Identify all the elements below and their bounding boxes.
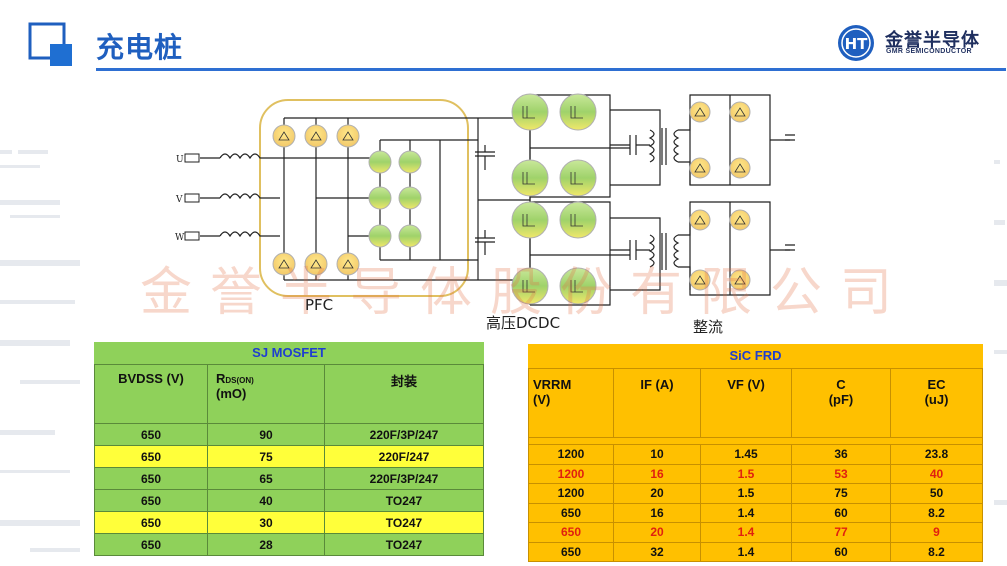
table-cell: 1200 <box>528 463 614 484</box>
table-cell: 220F/3P/247 <box>324 467 484 490</box>
table-cell: 650 <box>94 489 208 512</box>
table-cell: 9 <box>890 522 983 543</box>
table-cell: TO247 <box>324 489 484 512</box>
header-c: C (pF) <box>791 368 891 438</box>
title-bullet-icon <box>28 22 72 66</box>
table-cell: 650 <box>528 502 614 523</box>
table-cell: 650 <box>94 511 208 534</box>
watermark-text: 金誉半导体股份有限公司 <box>140 263 911 323</box>
table-cell: TO247 <box>324 511 484 534</box>
table-cell: 1.4 <box>700 502 792 523</box>
input-label-u: U <box>176 155 184 165</box>
table-cell: 36 <box>791 444 891 465</box>
table-cell: 23.8 <box>890 444 983 465</box>
table-cell: 10 <box>613 444 701 465</box>
table-cell: 60 <box>791 541 891 562</box>
sic-frd-table: SiC FRD VRRM (V) IF (A) VF (V) C (pF) EC… <box>528 344 983 562</box>
table-cell: 8.2 <box>890 502 983 523</box>
table-cell: 90 <box>207 423 325 446</box>
table-cell: 650 <box>528 522 614 543</box>
label-rectifier: 整流 <box>693 318 724 336</box>
header-vf: VF (V) <box>700 368 792 438</box>
input-label-w: W <box>175 233 185 243</box>
header-vrrm: VRRM (V) <box>528 368 614 438</box>
table-cell: 1.45 <box>700 444 792 465</box>
table-cell: 1200 <box>528 483 614 504</box>
table-cell: 1.4 <box>700 541 792 562</box>
table-cell: 30 <box>207 511 325 534</box>
table-cell: 16 <box>613 463 701 484</box>
table-cell: 650 <box>94 423 208 446</box>
table-cell: 40 <box>207 489 325 512</box>
table-cell: 1.5 <box>700 483 792 504</box>
table-cell: 75 <box>791 483 891 504</box>
table-cell: 220F/247 <box>324 445 484 468</box>
header-ec: EC (uJ) <box>890 368 983 438</box>
header-if: IF (A) <box>613 368 701 438</box>
sic-table-title: SiC FRD <box>528 344 983 368</box>
table-cell: 1.4 <box>700 522 792 543</box>
table-cell: 650 <box>94 467 208 490</box>
input-label-v: V <box>175 195 183 205</box>
charging-pile-circuit-diagram: U V W <box>175 93 795 306</box>
table-cell: 1200 <box>528 444 614 465</box>
table-cell: 650 <box>94 533 208 556</box>
logo-name: 金誉半导体 <box>885 30 980 51</box>
table-cell: 32 <box>613 541 701 562</box>
header-rdson: RDS(ON) (mO) <box>207 364 325 424</box>
table-cell: 65 <box>207 467 325 490</box>
table-cell: 53 <box>791 463 891 484</box>
company-logo: HT <box>838 25 874 61</box>
table-cell: 75 <box>207 445 325 468</box>
page-title: 充电桩 <box>96 31 184 64</box>
label-pfc: PFC <box>305 296 334 314</box>
table-cell: TO247 <box>324 533 484 556</box>
svg-text:HT: HT <box>845 35 869 53</box>
sj-table-title: SJ MOSFET <box>94 342 484 364</box>
table-cell: 16 <box>613 502 701 523</box>
table-cell: 650 <box>528 541 614 562</box>
table-cell: 50 <box>890 483 983 504</box>
table-cell: 60 <box>791 502 891 523</box>
table-cell: 650 <box>94 445 208 468</box>
header-bvdss: BVDSS (V) <box>94 364 208 424</box>
table-cell: 40 <box>890 463 983 484</box>
title-underline <box>96 68 1006 71</box>
header-package: 封装 <box>324 364 484 424</box>
logo-subtitle: GMR SEMICONDUCTOR <box>886 48 972 55</box>
table-cell: 20 <box>613 522 701 543</box>
label-dcdc: 高压DCDC <box>486 314 561 332</box>
table-cell: 28 <box>207 533 325 556</box>
table-cell: 1.5 <box>700 463 792 484</box>
table-cell: 20 <box>613 483 701 504</box>
table-cell: 220F/3P/247 <box>324 423 484 446</box>
table-cell: 77 <box>791 522 891 543</box>
table-cell: 8.2 <box>890 541 983 562</box>
